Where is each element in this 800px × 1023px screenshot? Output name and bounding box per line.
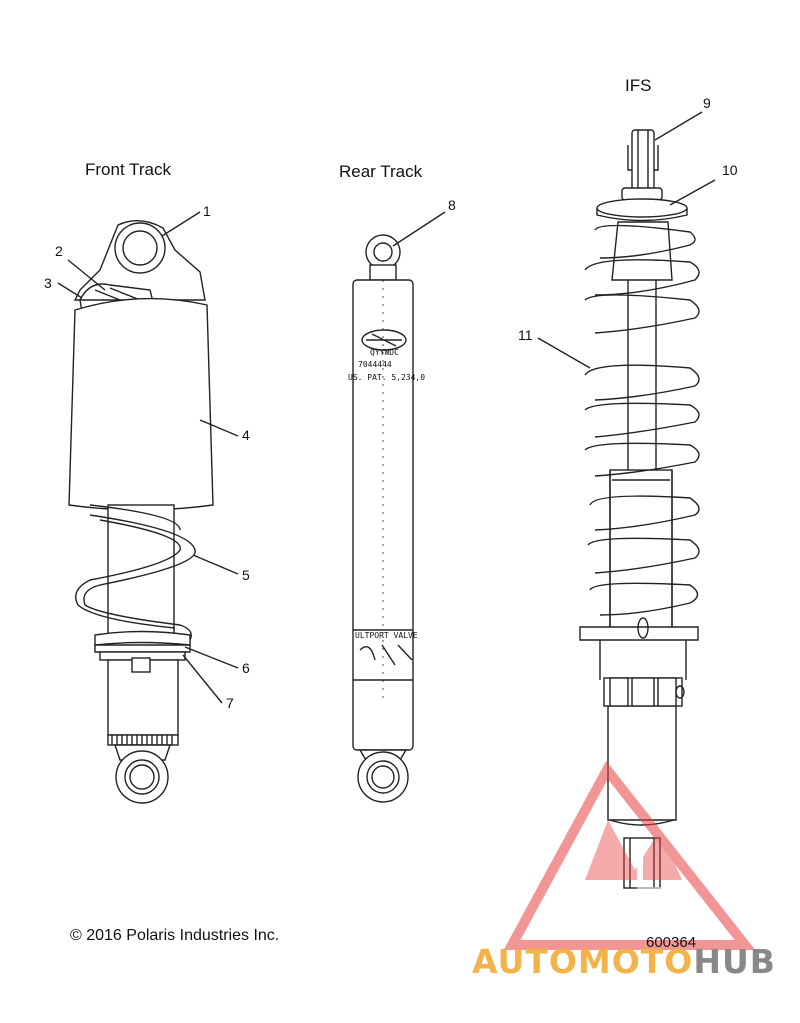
callout-7: 7: [226, 695, 234, 711]
shock-valve-label: ULTPORT VALVE: [355, 631, 418, 640]
copyright-text: © 2016 Polaris Industries Inc.: [70, 927, 280, 944]
ifs-title: IFS: [625, 76, 652, 95]
watermark-logo: [503, 760, 756, 950]
shock-patent: US. PAT. 5,234,0: [348, 373, 425, 382]
shock-model-code: QYYWDC: [370, 348, 399, 357]
callout-10: 10: [722, 162, 738, 178]
callout-11: 11: [518, 327, 533, 343]
callout-8: 8: [448, 197, 456, 213]
rear-track-title: Rear Track: [339, 162, 423, 181]
callout-4: 4: [242, 427, 250, 443]
watermark-text-b: HUB: [693, 942, 776, 981]
callout-3: 3: [44, 275, 52, 291]
front-track-title: Front Track: [85, 160, 171, 179]
callout-5: 5: [242, 567, 250, 583]
diagram-code: 600364: [646, 934, 697, 951]
watermark-text: AUTOMOTOHUB: [472, 942, 776, 981]
callout-1: 1: [203, 203, 211, 219]
ifs-shock: [579, 129, 700, 889]
front-track-shock: [68, 220, 214, 804]
rear-track-shock: [352, 234, 414, 803]
callout-6: 6: [242, 660, 250, 676]
callout-2: 2: [55, 243, 63, 259]
watermark-text-a: AUTOMOTO: [472, 942, 694, 981]
shock-part-number: 7044444: [358, 360, 392, 369]
callout-9: 9: [703, 95, 711, 111]
